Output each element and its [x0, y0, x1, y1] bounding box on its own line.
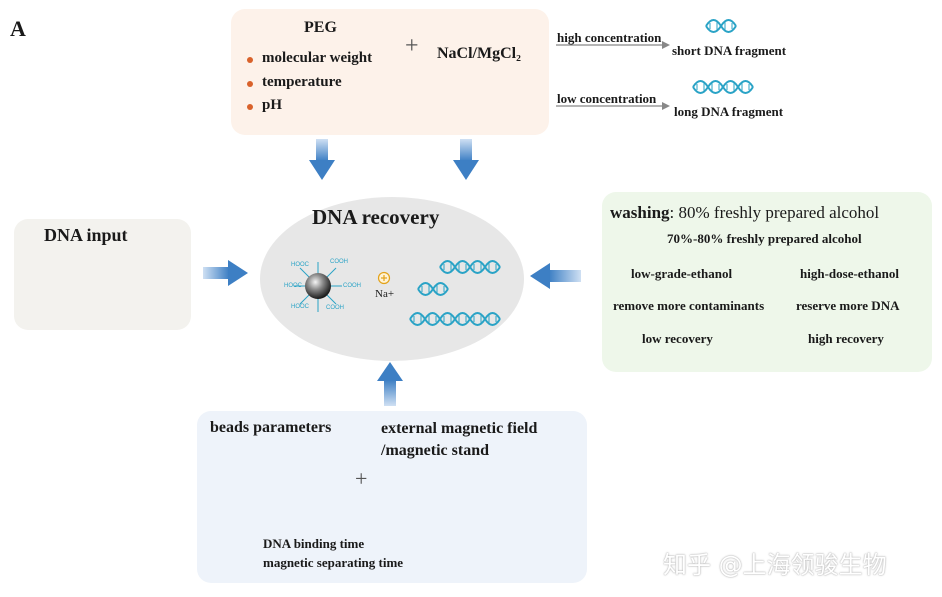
washing-title-rest: : 80% freshly prepared alcohol [669, 203, 880, 222]
peg-title: PEG [304, 19, 337, 36]
recovery-ellipse [260, 197, 524, 361]
wash-right-result: high recovery [808, 331, 884, 346]
arrow-peg-down-right [453, 139, 479, 180]
magnet-title-line1: external magnetic field [381, 420, 538, 437]
peg-box [231, 9, 549, 135]
low-concentration-label: low concentration [557, 91, 657, 106]
dna-input-box [14, 219, 191, 330]
washing-subtitle: 70%-80% freshly prepared alcohol [667, 231, 862, 246]
long-fragment-label: long DNA fragment [674, 104, 784, 119]
short-fragment-label: short DNA fragment [672, 43, 787, 58]
plus-sign: + [405, 33, 419, 59]
wash-left-result: low recovery [642, 331, 713, 346]
arrow-beads-up [377, 362, 403, 406]
long-dna-icon [692, 80, 754, 94]
arrow-input-right [203, 260, 248, 286]
plus-sign: + [355, 466, 368, 491]
dna-input-title: DNA input [44, 225, 128, 245]
wash-left-effect: remove more contaminants [613, 298, 765, 313]
arrow-wash-left [530, 263, 581, 289]
recovery-bead [294, 262, 342, 312]
bead-label-bottom-right: COOH [326, 305, 344, 311]
positive-ion-icon [377, 271, 391, 285]
bead-label-bottom-left: HOOC [291, 304, 309, 310]
wash-right-effect: reserve more DNA [796, 298, 900, 313]
bead-label-right: COOH [343, 283, 361, 289]
wash-left-condition: low-grade-ethanol [631, 266, 733, 281]
watermark: 知乎 @上海领骏生物 [663, 551, 887, 579]
panel-letter: A [10, 16, 26, 41]
magnet-title: external magnetic field /magnetic stand [381, 418, 537, 462]
high-concentration-label: high concentration [557, 30, 662, 45]
arrow-high-concentration [556, 41, 670, 49]
beads-box [197, 411, 587, 583]
ion-label: Na+ [375, 288, 395, 300]
salt-label: NaCl/MgCl₂ [437, 45, 521, 62]
peg-bullet-icon [247, 57, 253, 63]
bead-label-top-right: COOH [330, 259, 348, 265]
recovery-title: DNA recovery [312, 205, 440, 229]
bead-label-top-left: HOOC [291, 262, 309, 268]
beads-item-separating-time: magnetic separating time [263, 555, 404, 570]
peg-item-ph: pH [262, 97, 283, 113]
washing-title-bold: washing [610, 203, 670, 222]
peg-item-temperature: temperature [262, 74, 342, 90]
short-dna-icon [705, 19, 737, 33]
magnet-title-line2: /magnetic stand [381, 442, 489, 459]
wash-right-condition: high-dose-ethanol [800, 266, 899, 281]
arrow-peg-down-left [309, 139, 335, 180]
peg-item-molecular-weight: molecular weight [262, 50, 373, 66]
washing-box [602, 192, 932, 372]
washing-title: washing: 80% freshly prepared alcohol [610, 203, 879, 223]
arrow-low-concentration [556, 102, 670, 110]
bead-label-left: HOOC [284, 283, 302, 289]
peg-bullet-icon [247, 104, 253, 110]
peg-bullet-icon [247, 81, 253, 87]
beads-title: beads parameters [210, 419, 332, 436]
beads-item-binding-time: DNA binding time [263, 536, 365, 551]
